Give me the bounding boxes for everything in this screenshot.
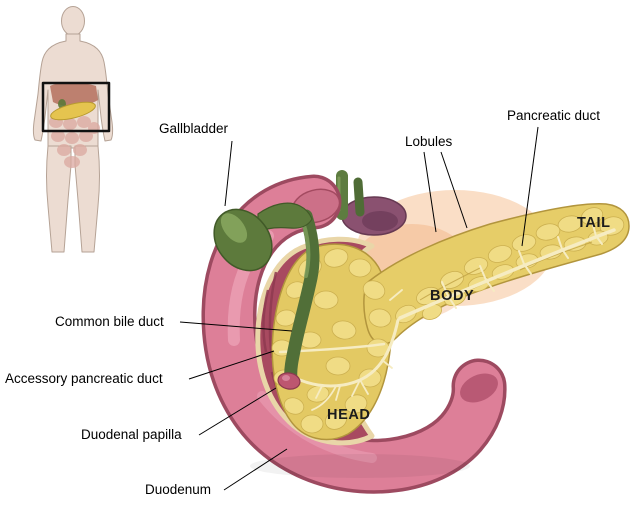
- leader-lines: [179, 126, 539, 491]
- mini-pancreas-shape: [50, 101, 96, 121]
- label-gallbladder: Gallbladder: [159, 121, 229, 136]
- intestines-shape: [49, 116, 100, 168]
- leader-common-bile-duct: [179, 321, 293, 332]
- label-lobules: Lobules: [405, 134, 453, 149]
- label-duodenal-papilla: Duodenal papilla: [81, 427, 182, 442]
- human-left-leg: [46, 145, 72, 253]
- pancreatic-duct-shape: [278, 224, 616, 411]
- leader-lobules-2: [440, 151, 468, 229]
- label-region-head: HEAD: [327, 407, 371, 423]
- label-common-bile-duct: Common bile duct: [55, 314, 164, 329]
- duodenal-papilla-shape: [277, 372, 301, 390]
- portal-vein-shape: [341, 196, 407, 236]
- human-right-leg: [74, 145, 100, 253]
- ground-shadow: [250, 454, 470, 478]
- label-accessory-pancreatic-duct: Accessory pancreatic duct: [5, 371, 163, 386]
- gallbladder-shape: [213, 202, 313, 272]
- human-figure: [32, 6, 114, 253]
- pancreas-location-box: [41, 81, 111, 133]
- pancreas-scene: [201, 170, 630, 494]
- leader-duodenal-papilla: [198, 387, 277, 436]
- leader-accessory-duct: [188, 350, 275, 380]
- label-region-body: BODY: [430, 288, 475, 304]
- label-duodenum: Duodenum: [145, 482, 212, 497]
- leader-pancreatic-duct: [521, 126, 539, 247]
- leader-gallbladder: [224, 140, 233, 207]
- label-pancreatic-duct: Pancreatic duct: [507, 108, 601, 123]
- leader-duodenum: [223, 448, 288, 491]
- label-region-tail: TAIL: [577, 215, 611, 231]
- leader-lobules-1: [423, 151, 437, 233]
